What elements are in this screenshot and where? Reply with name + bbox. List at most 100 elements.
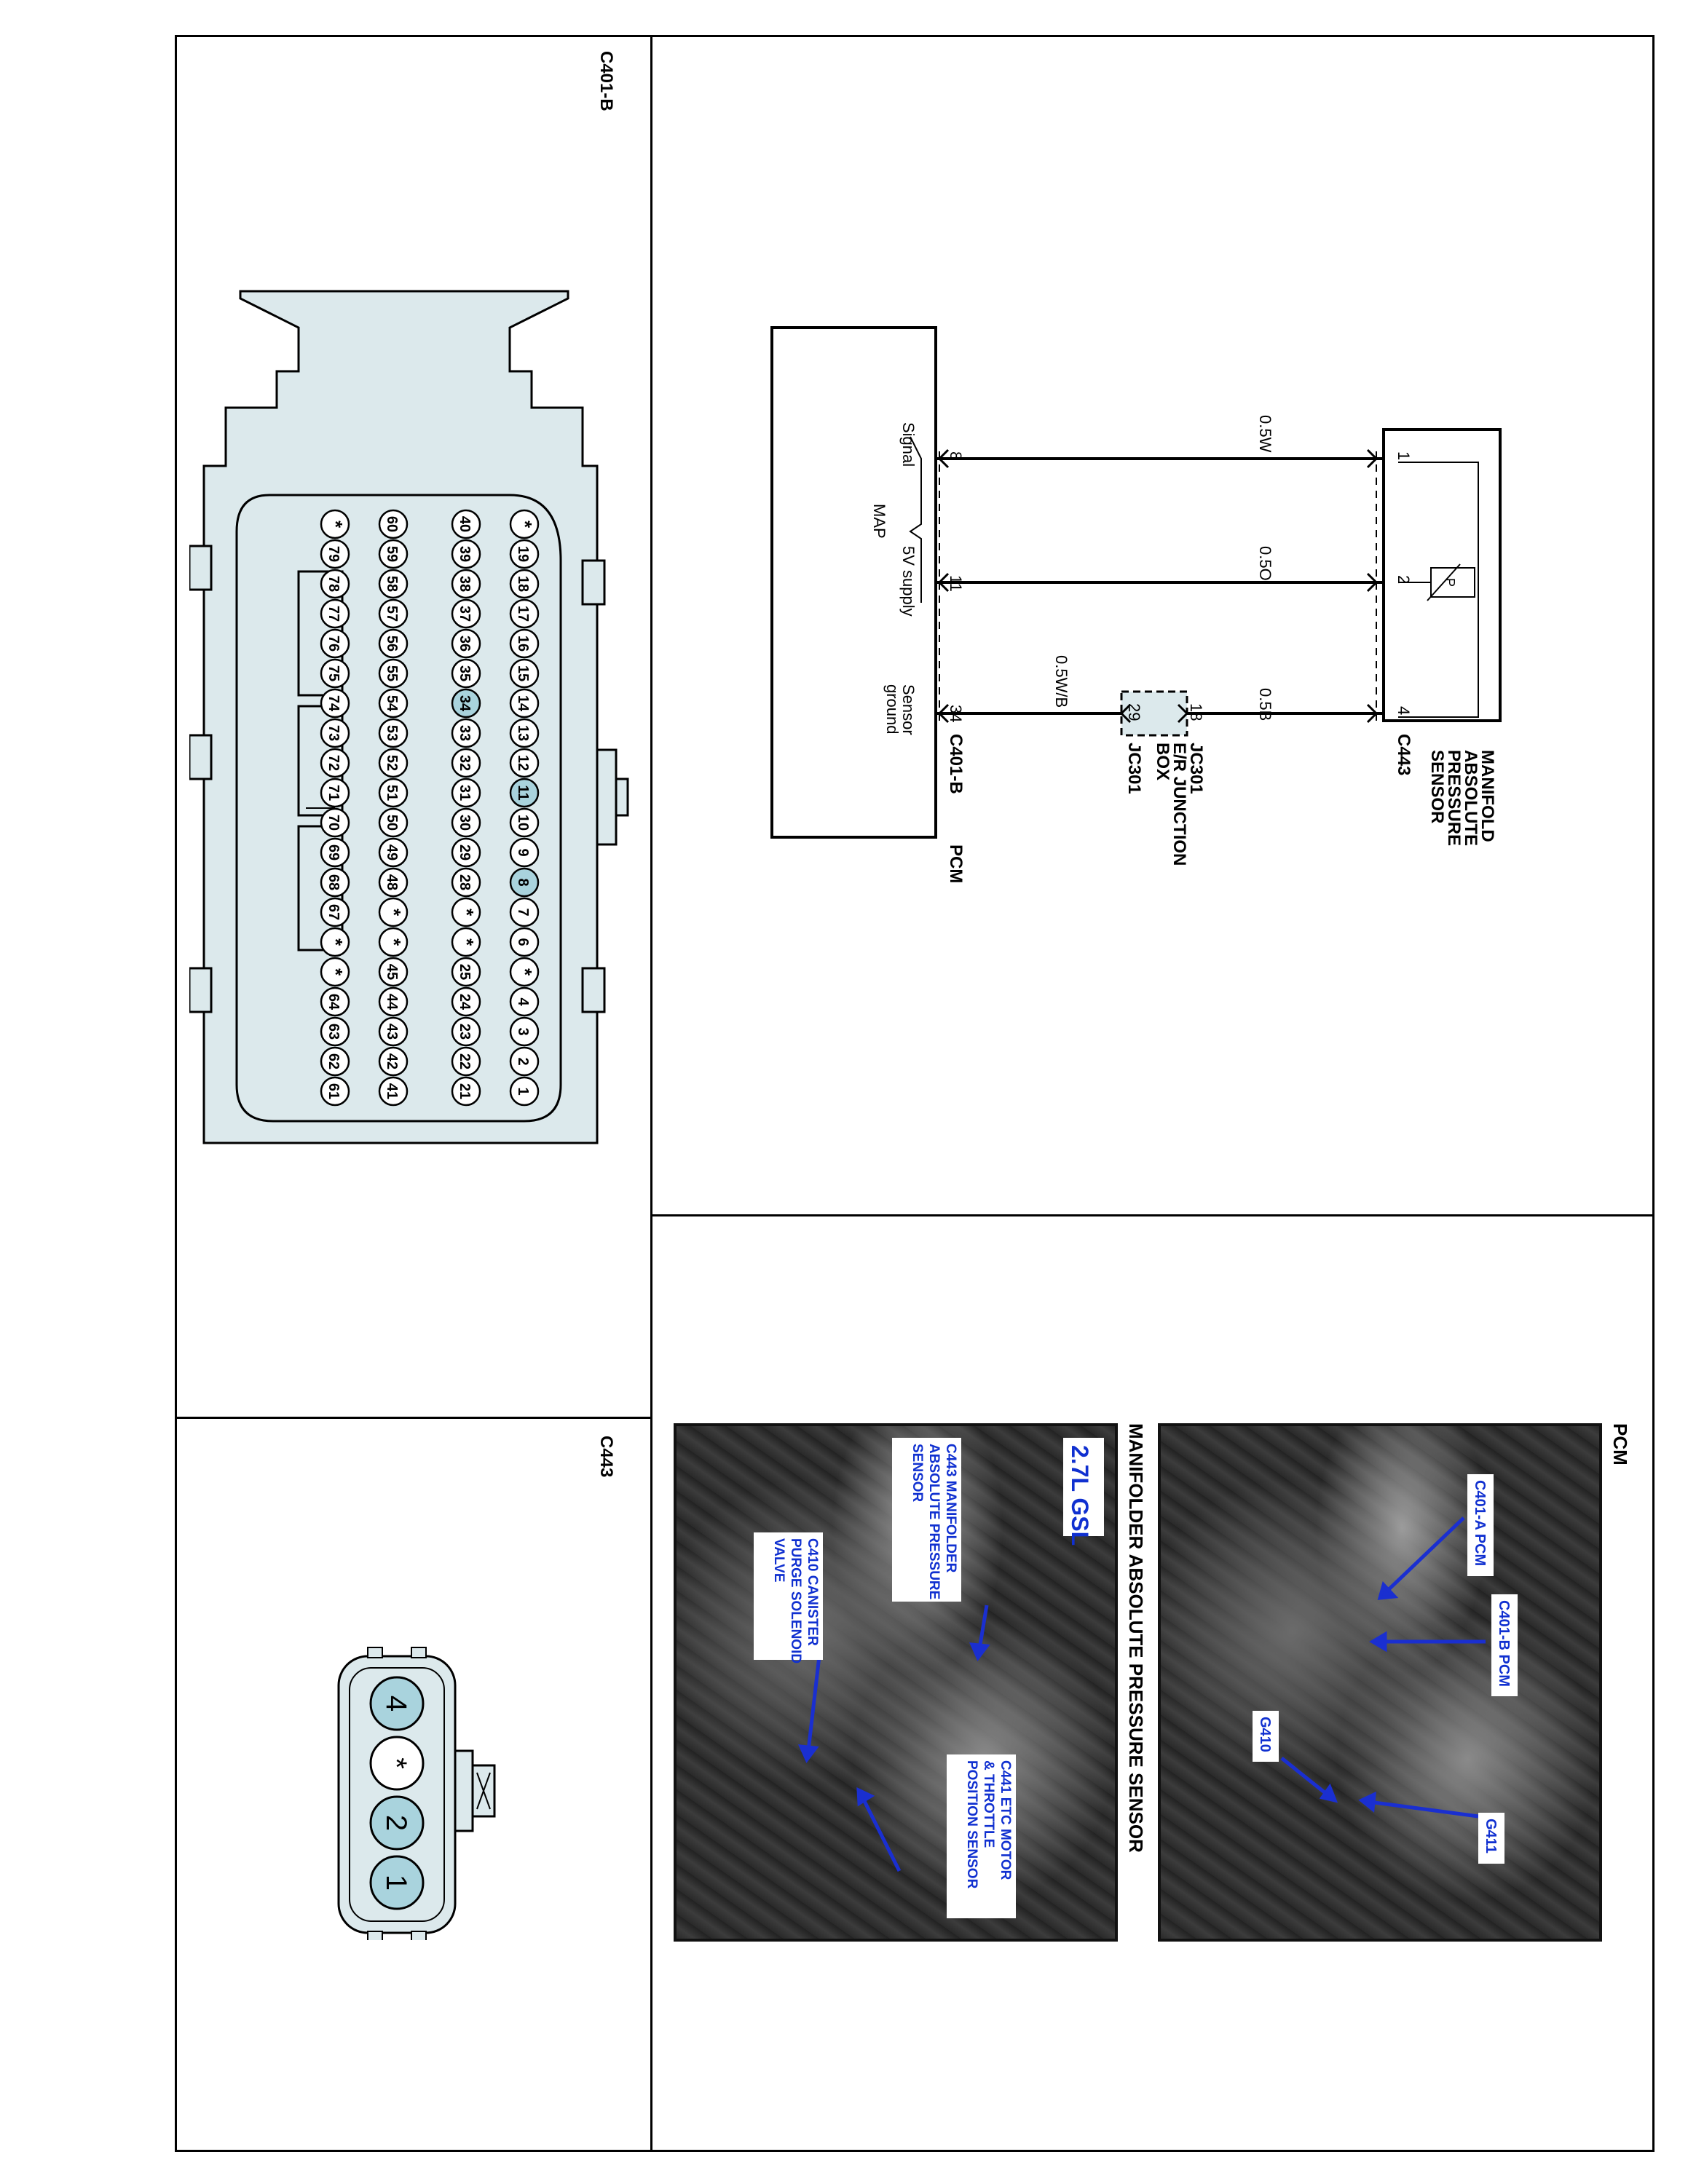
sensor-photo-title: MANIFOLDER ABSOLUTE PRESSURE SENSOR (1125, 1423, 1147, 1853)
c401b-pin-label: 58 (384, 576, 400, 592)
c401b-connector: *191817161514131211109876*43214039383736… (189, 290, 629, 1144)
c401b-pin-label: * (514, 521, 536, 529)
c443-pin-label: 4 (380, 1696, 412, 1712)
c401b-pin (509, 748, 540, 778)
c401b-pin-label: * (325, 968, 347, 976)
c401b-pin-label: 77 (326, 606, 342, 622)
c401b-pin-label: 71 (326, 785, 342, 801)
c401b-pin (509, 539, 540, 569)
c401b-pin-label: 25 (457, 964, 473, 980)
c401b-pin-label: 13 (515, 725, 531, 741)
right-divider (650, 1214, 1655, 1216)
pcm-5v-label: 5V supply (899, 546, 918, 617)
c401b-pin-label: * (514, 968, 536, 976)
c401b-pin (320, 658, 350, 689)
c401b-pin-label: 7 (515, 908, 531, 916)
sensor-pin-2: 2 (1395, 575, 1413, 584)
c401b-pin (320, 1016, 350, 1047)
c401b-pin-label: * (456, 938, 478, 946)
c401b-pin (320, 778, 350, 808)
c401b-pin (509, 688, 540, 719)
sensor-label-3: PRESSURE (1444, 750, 1464, 846)
c401b-pin (378, 807, 409, 838)
c401b-inner-cavity (235, 494, 562, 1123)
c401b-pin (320, 927, 350, 957)
sensor-label-2: ABSOLUTE (1461, 750, 1480, 846)
c401b-pin (378, 688, 409, 719)
c401b-pin-label: 10 (515, 815, 531, 831)
pcm-pin-34: 34 (947, 705, 965, 722)
c401b-title: C401-B (596, 51, 616, 111)
c401b-pin-label: 39 (457, 546, 473, 562)
c401b-pin (451, 509, 481, 539)
c401b-pin (320, 867, 350, 898)
pcm-connector-label: C401-B (946, 734, 966, 794)
c401b-pin (378, 1016, 409, 1047)
c401b-pin (509, 957, 540, 987)
c401b-pin (451, 748, 481, 778)
pcm-callout-c401b: C401-B PCM (1496, 1600, 1512, 1687)
c401b-pin-label: * (383, 938, 405, 946)
c401b-pin (451, 539, 481, 569)
c401b-pin (451, 718, 481, 748)
c401b-pin (378, 897, 409, 927)
c401b-pin-label: 37 (457, 606, 473, 622)
c401b-pin-label: 53 (384, 725, 400, 741)
c401b-pin-label: 76 (326, 636, 342, 652)
c443-pin (369, 1795, 425, 1851)
c401b-pin-label: 72 (326, 755, 342, 771)
c401b-pin-label: 48 (384, 874, 400, 890)
c401b-pin-label: 28 (457, 874, 473, 890)
c401b-pin (320, 539, 350, 569)
c401b-pin (378, 867, 409, 898)
c401b-pin-label: 38 (457, 576, 473, 592)
c401b-pin (509, 718, 540, 748)
c401b-pin-label: 30 (457, 815, 473, 831)
c401b-pin-label: 18 (515, 576, 531, 592)
c401b-pin-label: 59 (384, 546, 400, 562)
sensor-photo (674, 1423, 1118, 1942)
c401b-pin (378, 748, 409, 778)
c401b-pin-label: 40 (457, 516, 473, 532)
junction-pin-in: 18 (1187, 703, 1205, 721)
sensor-label-1: MANIFOLD (1478, 750, 1497, 842)
c401b-pin-label: 54 (384, 695, 400, 712)
c401b-pin-label: 32 (457, 755, 473, 771)
pcm-box (770, 326, 937, 839)
pcm-signal-label: Signal (899, 422, 918, 467)
c401b-pin (509, 778, 540, 808)
c401b-pin-label: 3 (515, 1027, 531, 1035)
c401b-pin-label: 4 (515, 997, 531, 1006)
c401b-pin-label: 73 (326, 725, 342, 741)
c443-pin (369, 1736, 425, 1791)
c401b-pin (509, 986, 540, 1017)
c401b-pin-label: 29 (457, 844, 473, 860)
c401b-pin (320, 837, 350, 868)
c401b-pin (378, 658, 409, 689)
c401b-pin-label: 49 (384, 844, 400, 860)
c401b-pin (509, 598, 540, 629)
sensor-callout-c410-2: PURGE SOLENOID (788, 1538, 803, 1663)
c401b-pin-label: 70 (326, 815, 342, 831)
c401b-pin-label: 9 (515, 848, 531, 856)
c401b-pin-label: * (456, 909, 478, 917)
c401b-pin (378, 837, 409, 868)
c401b-pin (378, 927, 409, 957)
c401b-pin (378, 598, 409, 629)
c401b-pin-label: 17 (515, 606, 531, 622)
c401b-pin-label: 21 (457, 1083, 473, 1099)
sensor-callout-c441-2: & THROTTLE (981, 1760, 996, 1848)
c401b-pin (320, 748, 350, 778)
c401b-pin (509, 1046, 540, 1077)
c401b-pin (320, 628, 350, 659)
c401b-pin (320, 569, 350, 599)
c401b-pin (451, 837, 481, 868)
junction-pin-out: 29 (1125, 703, 1143, 721)
c443-pin-column: 4*21 (369, 1676, 425, 1910)
c401b-pin (451, 688, 481, 719)
c401b-pin-label: 67 (326, 904, 342, 920)
c401b-pin-label: 23 (457, 1024, 473, 1040)
c401b-pin (320, 598, 350, 629)
c401b-pin-label: 16 (515, 636, 531, 652)
c401b-pin (451, 628, 481, 659)
